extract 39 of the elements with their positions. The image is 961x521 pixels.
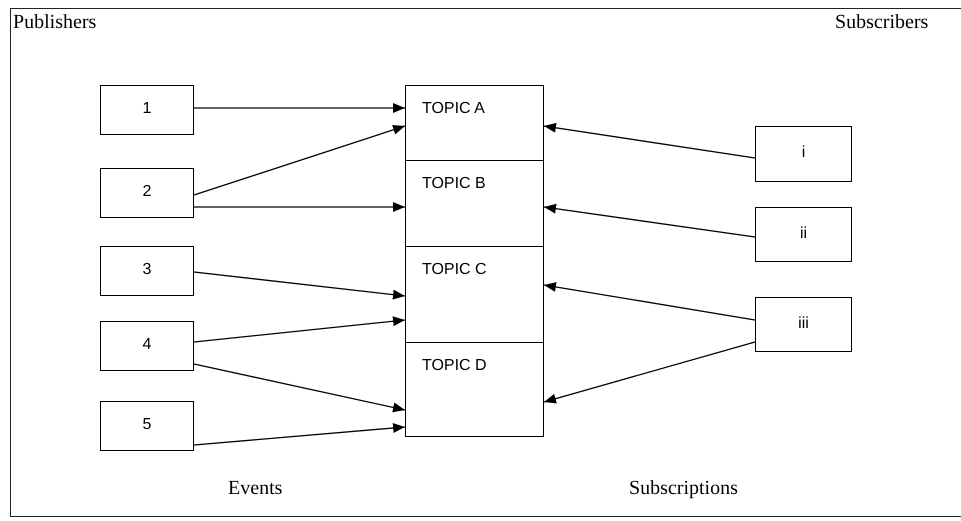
node-label: TOPIC A <box>422 100 485 118</box>
process-box <box>100 85 194 135</box>
topic-box <box>405 246 544 343</box>
process-box <box>100 246 194 296</box>
process-box <box>100 321 194 371</box>
process-box <box>100 168 194 218</box>
topic-box <box>405 160 544 247</box>
node-label: 3 <box>142 261 152 279</box>
arrow <box>194 363 406 412</box>
process-box <box>755 207 852 262</box>
arrow <box>544 282 756 321</box>
arrow <box>194 423 406 446</box>
heading-label: Events <box>228 477 282 500</box>
node-label: TOPIC D <box>422 357 487 375</box>
arrow <box>544 204 756 238</box>
node-label: i <box>802 144 806 162</box>
topic-box <box>405 342 544 437</box>
arrow <box>194 103 405 113</box>
heading-label: Subscribers <box>835 11 928 34</box>
arrow <box>544 341 756 404</box>
topic-box <box>405 85 544 161</box>
arrow <box>194 271 406 300</box>
arrow <box>194 202 405 212</box>
heading-label: Publishers <box>13 11 96 34</box>
node-label: iii <box>798 314 809 332</box>
arrow <box>544 122 756 159</box>
node-label: TOPIC B <box>422 175 486 193</box>
process-box <box>755 297 852 352</box>
node-label: 1 <box>142 100 152 118</box>
node-label: TOPIC C <box>422 261 487 279</box>
node-label: 4 <box>142 336 152 354</box>
node-label: 5 <box>142 416 152 434</box>
heading-label: Subscriptions <box>629 477 738 500</box>
process-box <box>100 401 194 451</box>
arrow <box>194 316 406 343</box>
process-box <box>755 126 852 182</box>
arrow <box>194 124 406 196</box>
node-label: ii <box>800 224 808 242</box>
node-label: 2 <box>142 183 152 201</box>
